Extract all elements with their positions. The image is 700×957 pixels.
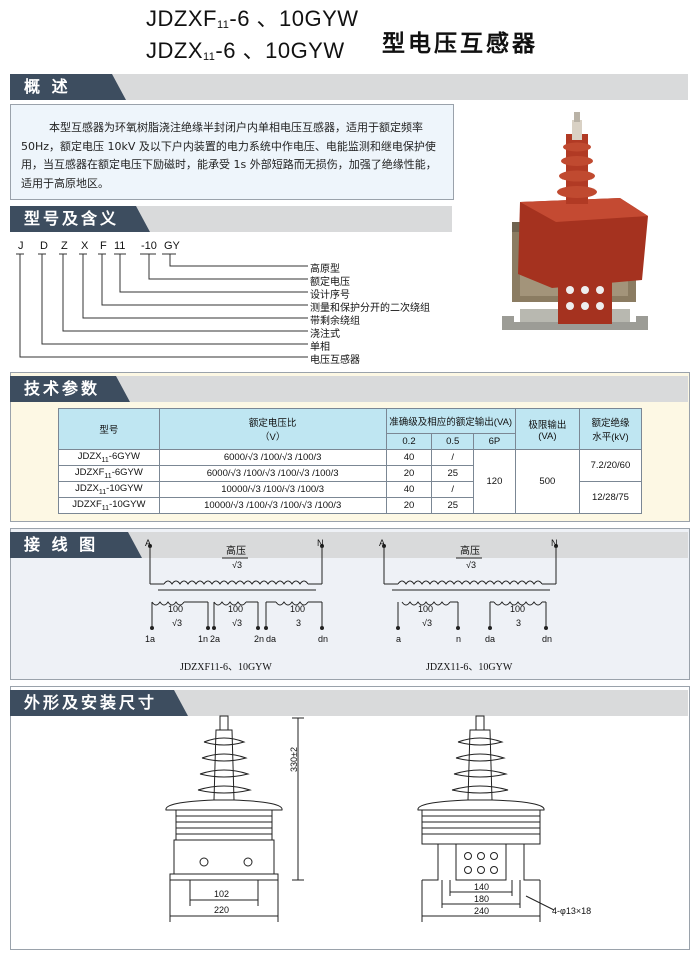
- overview-panel: 本型互感器为环氧树脂浇注绝缘半封闭户内单相电压互感器，适用于额定频率50Hz，额…: [10, 104, 454, 200]
- dim-240: 240: [474, 906, 490, 916]
- code-Z: Z: [61, 240, 68, 252]
- wiring-diagram: [148, 544, 558, 630]
- row0-02: 40: [385, 449, 433, 466]
- th-acc-6p: 6P: [473, 433, 516, 450]
- row2-05: /: [431, 481, 475, 498]
- meaning-7: 电压互感器: [310, 355, 360, 366]
- code-J: J: [18, 240, 24, 252]
- th-acc-02: 0.2: [385, 433, 433, 450]
- dim-140: 140: [474, 882, 490, 892]
- th-ratio: 额定电压比（V）: [158, 408, 387, 450]
- wiring-right-sqrt3: √3: [466, 560, 476, 570]
- meaning-2: 设计序号: [310, 290, 350, 301]
- row0-model: JDZX11-6GYW: [58, 449, 160, 466]
- th-model: 型号: [58, 408, 160, 450]
- term-2n: 2n: [254, 634, 265, 644]
- term-1a: 1a: [145, 634, 156, 644]
- term-a: a: [396, 634, 402, 644]
- code-GY: GY: [164, 240, 180, 252]
- params-header: 技术参数: [10, 376, 130, 402]
- code-F: F: [100, 240, 107, 252]
- row0-05: /: [431, 449, 475, 466]
- meaning-4: 带剩余绕组: [310, 316, 360, 327]
- row2-ratio: 10000/√3 /100/√3 /100/3: [158, 481, 387, 498]
- wiring-header: 接 线 图: [10, 532, 142, 558]
- model-leader-lines: [16, 253, 308, 358]
- dim-102: 102: [214, 889, 230, 899]
- wiring-right-N: N: [551, 538, 558, 548]
- th-insul: 额定绝缘水平(kV): [578, 408, 643, 450]
- dim-220: 220: [214, 905, 230, 915]
- overview-text: 本型互感器为环氧树脂浇注绝缘半封闭户内单相电压互感器，适用于额定频率50Hz，额…: [21, 121, 437, 190]
- meaning-0: 高原型: [310, 264, 340, 275]
- model-title-line1: JDZXF11-6 、10GYW: [146, 6, 359, 31]
- term-dn-right: dn: [542, 634, 553, 644]
- cell-limit: 500: [514, 449, 580, 514]
- meaning-1: 额定电压: [310, 277, 350, 288]
- wiring-right-sqrt3a: √3: [422, 618, 432, 628]
- model-title-line2: JDZX11-6 、10GYW: [146, 38, 345, 63]
- wiring-left-caption: JDZXF11-6、10GYW: [180, 662, 272, 673]
- dims-header: 外形及安装尺寸: [10, 690, 188, 716]
- term-1n: 1n: [198, 634, 209, 644]
- term-da-right: da: [485, 634, 496, 644]
- model-header: 型号及含义: [10, 206, 150, 232]
- model-meaning-panel: J D Z X F 11 -10 GY 高原型 额定电压 设计序号 测量和保护分…: [10, 236, 452, 370]
- wiring-left-N: N: [317, 538, 324, 548]
- row1-02: 20: [385, 465, 433, 482]
- meaning-3: 测量和保护分开的二次绕组: [310, 303, 430, 314]
- dims-panel: [10, 686, 690, 950]
- wiring-left-sqrt3a: √3: [172, 618, 182, 628]
- term-2a: 2a: [210, 634, 221, 644]
- code-D: D: [40, 240, 48, 252]
- cell-insul-2: 12/28/75: [578, 481, 643, 514]
- spec-table: 型号 额定电压比（V） 准确级及相应的额定输出(VA) 极限输出(VA) 额定绝…: [58, 408, 643, 514]
- wiring-left-hv: 高压: [226, 546, 246, 557]
- wiring-left-A: A: [145, 538, 152, 548]
- wiring-right-A: A: [379, 538, 386, 548]
- row1-05: 25: [431, 465, 475, 482]
- wiring-left-100b: 100: [228, 604, 244, 614]
- dim-height: 330±2: [289, 747, 299, 772]
- th-limit: 极限输出(VA): [514, 408, 580, 450]
- row2-02: 40: [385, 481, 433, 498]
- meaning-5: 浇注式: [310, 329, 340, 340]
- th-output: 准确级及相应的额定输出(VA): [385, 408, 516, 434]
- overview-header: 概 述: [10, 74, 126, 100]
- code-10: -10: [141, 240, 157, 252]
- cell-6p: 120: [473, 449, 516, 514]
- term-da-left: da: [266, 634, 277, 644]
- wiring-right-3b: 3: [516, 618, 522, 628]
- wiring-right-100b: 100: [510, 604, 526, 614]
- wiring-left-100c: 100: [290, 604, 306, 614]
- row1-ratio: 6000/√3 /100/√3 /100/√3 /100/3: [158, 465, 387, 482]
- product-name: 型电压互感器: [382, 31, 538, 57]
- wiring-right-hv: 高压: [460, 546, 480, 557]
- wiring-left-sqrt3: √3: [232, 560, 242, 570]
- row3-model: JDZXF11-10GYW: [58, 497, 160, 514]
- wiring-right-caption: JDZX11-6、10GYW: [426, 662, 513, 673]
- wiring-right-100a: 100: [418, 604, 434, 614]
- code-11: 11: [114, 240, 126, 252]
- row3-05: 25: [431, 497, 475, 514]
- th-acc-05: 0.5: [431, 433, 475, 450]
- cell-insul-1: 7.2/20/60: [578, 449, 643, 482]
- meaning-6: 单相: [310, 342, 330, 353]
- dim-180: 180: [474, 894, 490, 904]
- term-n: n: [456, 634, 462, 644]
- wiring-left-sqrt3b: √3: [232, 618, 242, 628]
- row0-ratio: 6000/√3 /100/√3 /100/3: [158, 449, 387, 466]
- dimension-drawing: [165, 715, 555, 922]
- wiring-left-100a: 100: [168, 604, 184, 614]
- product-photo: [460, 104, 688, 376]
- row2-model: JDZX11-10GYW: [58, 481, 160, 498]
- term-dn-left: dn: [318, 634, 329, 644]
- wiring-left-3c: 3: [296, 618, 302, 628]
- row3-02: 20: [385, 497, 433, 514]
- code-X: X: [81, 240, 89, 252]
- row1-model: JDZXF11-6GYW: [58, 465, 160, 482]
- row3-ratio: 10000/√3 /100/√3 /100/√3 /100/3: [158, 497, 387, 514]
- dim-holes: 4-φ13×18: [552, 906, 592, 916]
